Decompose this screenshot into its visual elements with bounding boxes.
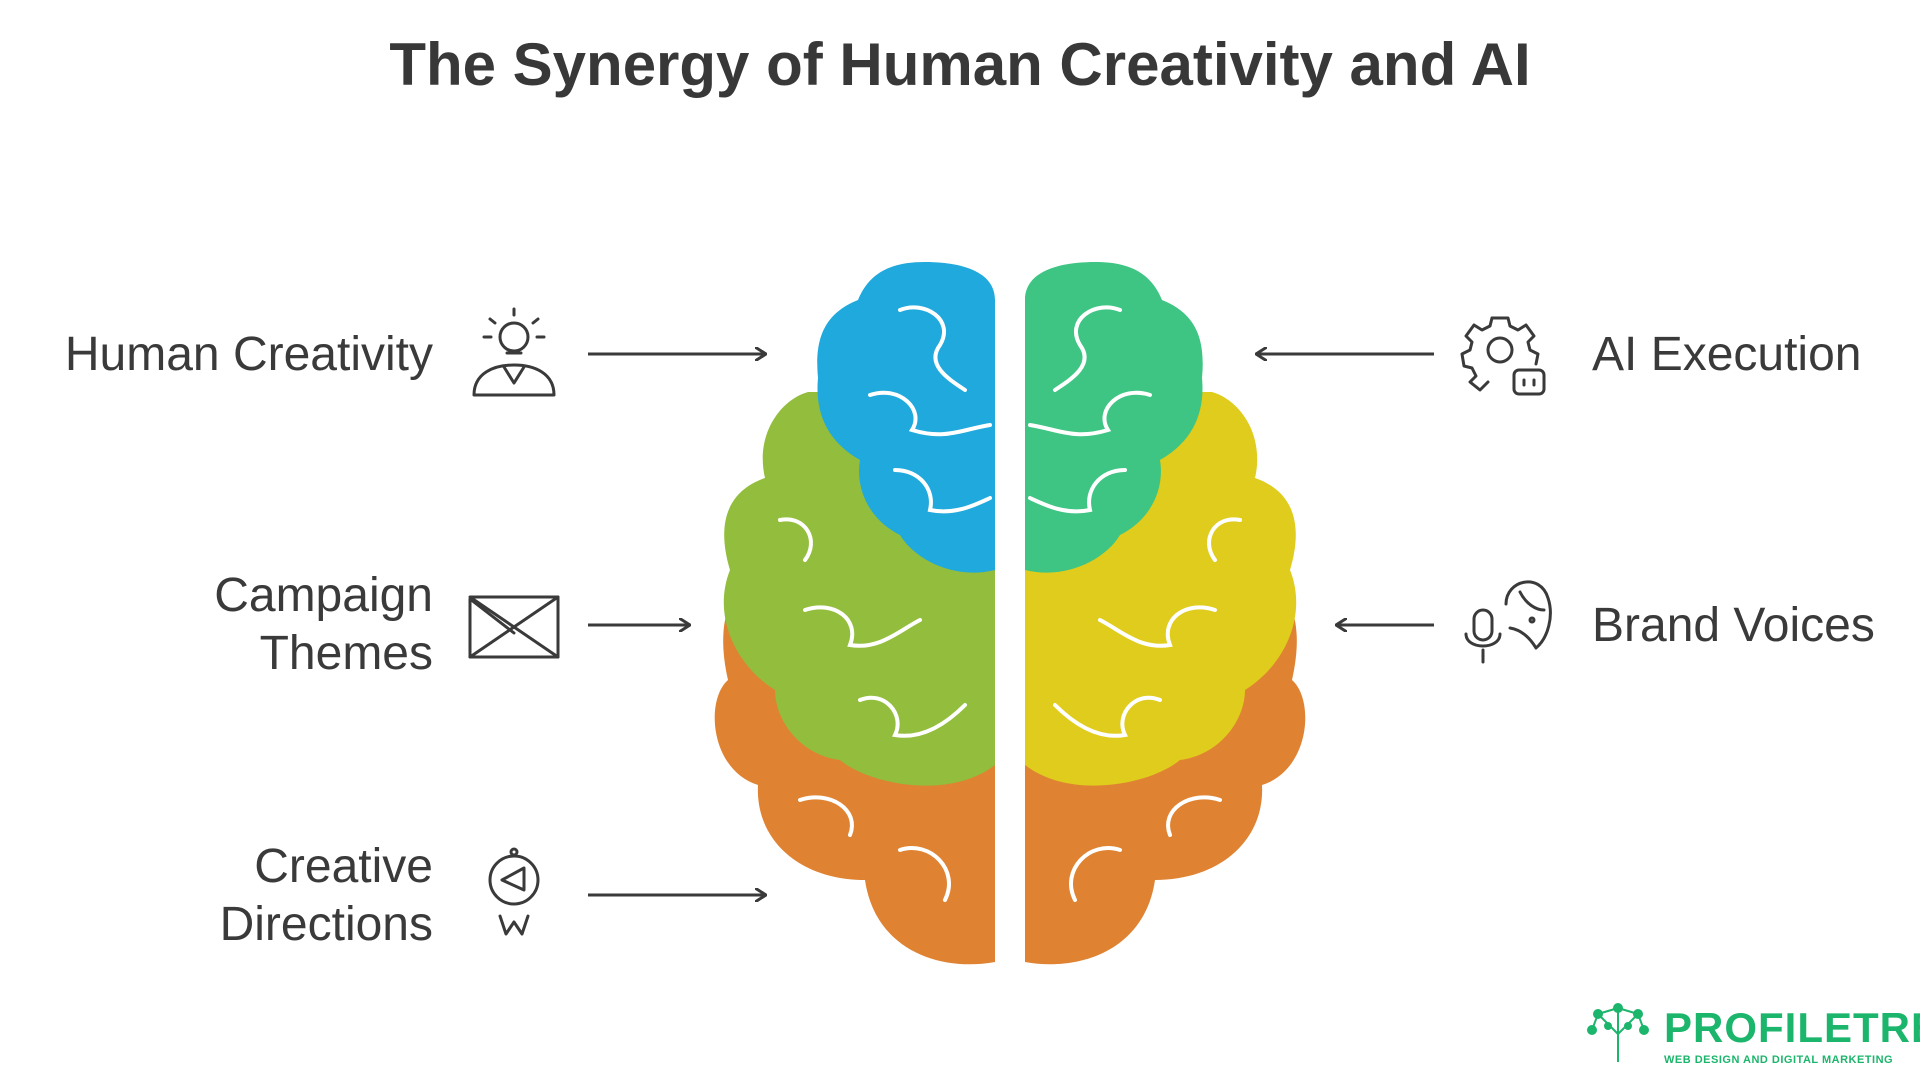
logo-tagline: WEB DESIGN AND DIGITAL MARKETING	[1664, 1054, 1894, 1066]
compass-icon	[488, 847, 540, 936]
microphone-face-icon	[1464, 580, 1552, 664]
arrows	[588, 354, 1434, 895]
brain-frontal-left-lobe	[817, 262, 995, 573]
label-line: Themes	[259, 627, 433, 680]
label-brand-voices: Brand Voices	[1592, 597, 1875, 655]
gear-robot-icon	[1460, 316, 1546, 396]
brain-right-hemisphere	[1025, 262, 1306, 965]
diagram-title: The Synergy of Human Creativity and AI	[389, 31, 1531, 98]
profiletree-logo-icon	[1587, 1003, 1649, 1062]
label-line: Directions	[219, 898, 433, 951]
logo-wordmark: PROFILETREE	[1664, 1004, 1920, 1051]
label-creative-directions: Creative Directions	[13, 838, 433, 954]
lightbulb-person-icon	[472, 307, 556, 397]
label-line: Campaign	[214, 569, 433, 622]
label-campaign-themes: Campaign Themes	[13, 567, 433, 683]
label-line: AI Execution	[1592, 328, 1862, 381]
label-line: Human Creativity	[64, 328, 433, 381]
brain-frontal-right-lobe	[1025, 262, 1203, 573]
label-line: Creative	[254, 840, 433, 893]
brain-folds	[778, 305, 1242, 902]
label-ai-execution: AI Execution	[1592, 326, 1861, 384]
brain-left-hemisphere	[714, 262, 995, 965]
label-line: Brand Voices	[1592, 599, 1875, 652]
label-human-creativity: Human Creativity	[13, 326, 433, 384]
triangle-ruler-icon	[468, 595, 560, 659]
